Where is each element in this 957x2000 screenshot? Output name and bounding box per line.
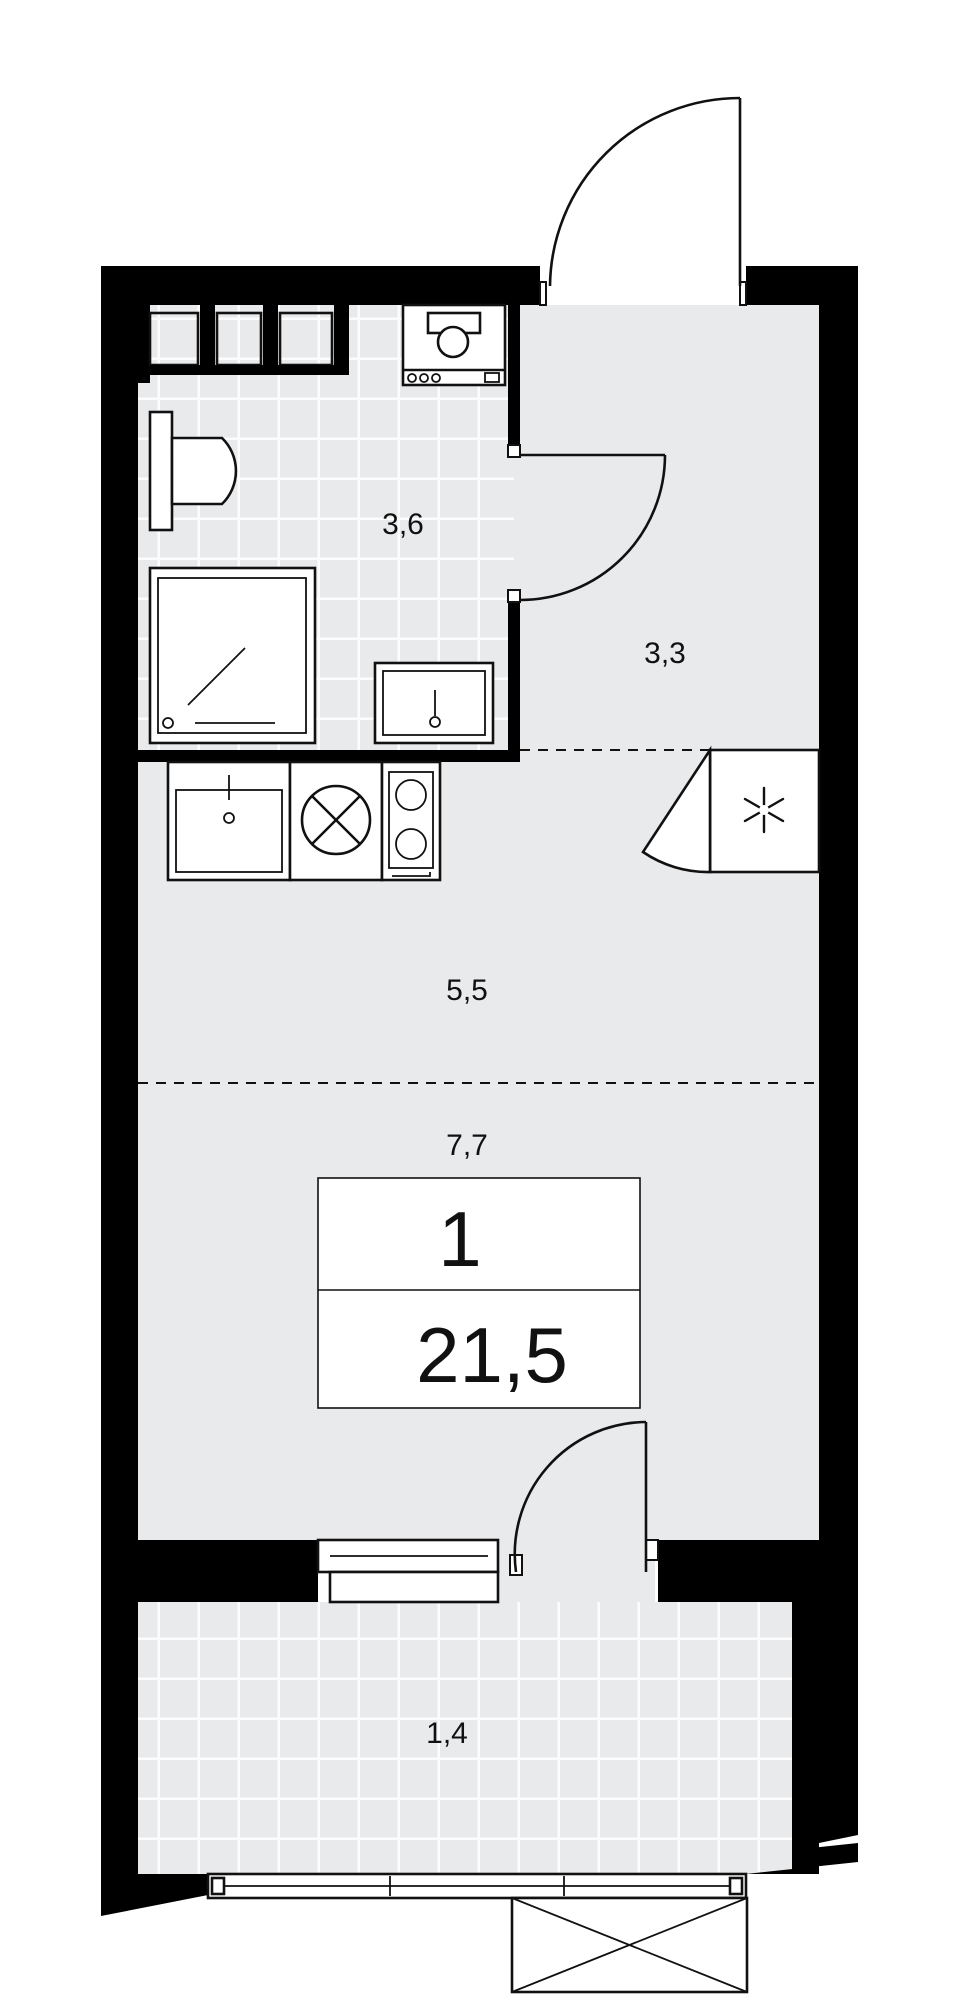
hall-floor — [514, 305, 819, 750]
shower-tray-icon — [148, 566, 317, 745]
stove-icon — [380, 760, 442, 882]
balcony-floor — [138, 1602, 792, 1874]
walls — [101, 266, 858, 1916]
hall-area-label: 3,3 — [644, 637, 686, 670]
balcony-window — [206, 1872, 748, 1900]
living-area-label: 7,7 — [446, 1129, 488, 1162]
dishwasher-icon — [288, 760, 384, 882]
bathroom-area-label: 3,6 — [382, 508, 424, 541]
balcony-area-label: 1,4 — [426, 1717, 468, 1750]
room-window — [316, 1538, 500, 1604]
ac-unit-icon — [510, 1896, 749, 1994]
total-area: 21,5 — [416, 1311, 568, 1399]
storage-shelves-icon — [148, 305, 349, 375]
toilet-icon — [148, 410, 238, 532]
sink-icon — [373, 661, 495, 745]
bathroom-door[interactable] — [507, 444, 667, 603]
kitchen-area-label: 5,5 — [446, 974, 488, 1007]
summary-card — [317, 1177, 641, 1409]
balcony-door[interactable] — [509, 1420, 659, 1576]
fridge-icon — [641, 745, 821, 874]
washing-machine-icon — [401, 303, 507, 387]
entrance-door[interactable] — [539, 96, 747, 306]
kitchen-sink-icon — [166, 760, 292, 882]
rooms-count: 1 — [438, 1195, 481, 1283]
